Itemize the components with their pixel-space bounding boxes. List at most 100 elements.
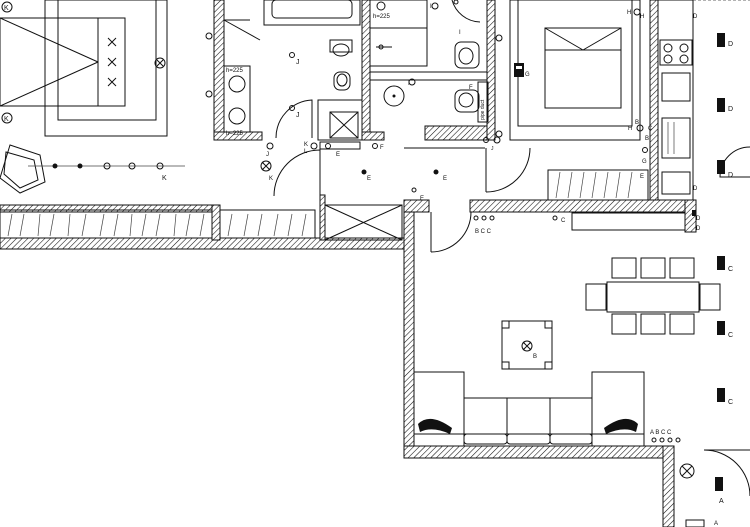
switch-k-2 bbox=[1, 112, 13, 124]
coffee-table bbox=[501, 320, 553, 370]
fixture-point bbox=[289, 52, 295, 58]
light-cross bbox=[679, 463, 695, 479]
label-b: B bbox=[635, 120, 639, 126]
chair bbox=[585, 283, 607, 311]
label-d: D bbox=[728, 172, 733, 179]
switch-k-1 bbox=[1, 1, 13, 13]
light-point bbox=[361, 169, 367, 175]
label-i: I bbox=[408, 81, 410, 87]
wall-bedroom-right bbox=[649, 0, 659, 211]
label-h: H bbox=[628, 126, 632, 132]
fixture-point bbox=[289, 105, 295, 111]
hallway: K L J K E E E F F E J bbox=[260, 85, 531, 253]
walls bbox=[0, 0, 697, 527]
light-cross bbox=[521, 340, 533, 352]
label-c: C bbox=[728, 399, 733, 406]
chair bbox=[611, 313, 637, 335]
sofa-right-arm bbox=[591, 371, 645, 447]
wardrobe-2-hangers bbox=[227, 213, 307, 237]
label-j: J bbox=[491, 146, 494, 152]
bed-fold bbox=[0, 17, 99, 63]
wall-living-bottom bbox=[403, 445, 675, 459]
label-h: H bbox=[627, 10, 631, 16]
door-swing bbox=[719, 146, 750, 178]
sofa-seat bbox=[463, 397, 593, 435]
light-cross bbox=[260, 160, 272, 172]
washbasin bbox=[383, 85, 405, 107]
sink bbox=[661, 117, 691, 159]
duct bbox=[477, 81, 489, 123]
label-k: K bbox=[4, 116, 9, 123]
wall-middle-bottom bbox=[361, 131, 385, 141]
label-a: A bbox=[714, 521, 718, 527]
sideboard bbox=[571, 212, 686, 231]
label-j: J bbox=[296, 112, 300, 119]
label-f: F bbox=[380, 145, 384, 151]
door-swing bbox=[273, 149, 321, 197]
label-a: A bbox=[719, 498, 724, 505]
label-k: K bbox=[162, 175, 167, 182]
washbasin-2 bbox=[228, 107, 246, 125]
label-k: K bbox=[304, 142, 308, 148]
wall-living-top bbox=[403, 199, 430, 213]
bed-cover bbox=[0, 17, 126, 107]
label-j: J bbox=[296, 59, 300, 66]
cushion bbox=[418, 418, 452, 434]
label-e: E bbox=[336, 152, 340, 158]
label-c: C bbox=[728, 332, 733, 339]
socket-c bbox=[717, 256, 725, 270]
bathtub bbox=[263, 0, 361, 26]
switch bbox=[205, 32, 213, 40]
door-swing bbox=[703, 449, 750, 497]
kitchen-counter bbox=[657, 0, 694, 201]
bidet-tank bbox=[329, 39, 353, 53]
left-bedroom: K K K bbox=[0, 0, 316, 239]
bed-frame bbox=[44, 0, 168, 137]
chair bbox=[611, 257, 637, 279]
partition bbox=[369, 71, 488, 81]
chair bbox=[669, 313, 695, 335]
label-k: K bbox=[269, 176, 273, 182]
label-j: J bbox=[266, 152, 269, 158]
wardrobe-2 bbox=[219, 209, 316, 239]
hall-labels-bottom: B C C C C B B E A bbox=[473, 120, 718, 527]
socket-c bbox=[717, 321, 725, 335]
socket-g bbox=[514, 63, 524, 77]
cross-mark-3 bbox=[107, 77, 117, 87]
switch bbox=[205, 90, 213, 98]
dining-table bbox=[606, 281, 700, 313]
label-i: I bbox=[459, 30, 461, 36]
chair bbox=[640, 313, 666, 335]
light-point bbox=[52, 163, 58, 169]
label-b: B bbox=[645, 136, 649, 142]
door-swing bbox=[430, 211, 472, 253]
sofa-left-arm bbox=[413, 371, 465, 447]
light-fixture bbox=[154, 57, 166, 69]
label-group: B C C bbox=[475, 229, 492, 235]
label-duct: pipe duct bbox=[480, 99, 486, 120]
label-height: h=225 bbox=[226, 131, 244, 137]
right-bedroom: G H H G H bbox=[495, 0, 686, 231]
door-swing bbox=[451, 0, 481, 23]
label-height: h=225 bbox=[373, 14, 391, 20]
label-height: h=225 bbox=[226, 68, 244, 74]
cushion bbox=[604, 418, 638, 434]
toilet-3 bbox=[454, 89, 480, 113]
label-c: C bbox=[728, 266, 733, 273]
light-point bbox=[103, 162, 111, 170]
light-point bbox=[77, 163, 83, 169]
door-swing bbox=[485, 147, 531, 193]
wall-right-bath-bottom bbox=[424, 125, 488, 141]
bed-mattress-right bbox=[517, 0, 633, 127]
wardrobe-hangers bbox=[7, 213, 205, 237]
living-room: B C C C A B C C A bbox=[413, 256, 750, 527]
door-swing bbox=[275, 99, 313, 139]
wall-upper-left bbox=[0, 204, 219, 213]
small-bathroom: h=225 I I pipe duct I bbox=[369, 0, 489, 123]
chair bbox=[640, 257, 666, 279]
vanity bbox=[223, 65, 251, 133]
entrance-box bbox=[324, 204, 403, 241]
socket-d bbox=[717, 98, 725, 112]
wardrobe bbox=[0, 209, 213, 239]
